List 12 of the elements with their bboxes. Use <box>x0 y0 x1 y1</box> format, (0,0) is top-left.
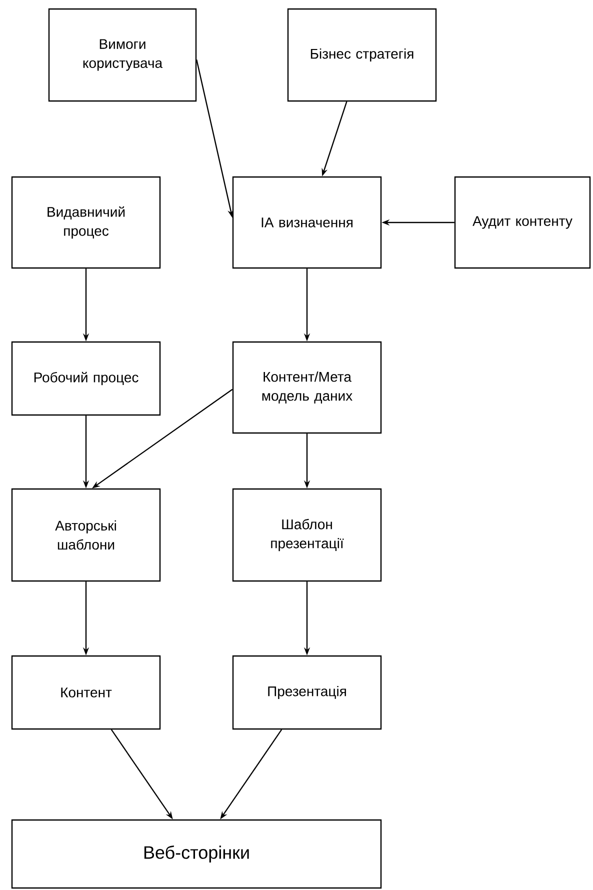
process-box: Аудит контенту <box>454 176 591 269</box>
process-box: Авторські шаблони <box>11 488 161 582</box>
process-box: Вимоги користувача <box>48 8 197 102</box>
process-box: Шаблон презентації <box>232 488 382 582</box>
process-box: Бізнес стратегія <box>287 8 437 102</box>
process-box: Контент/Мета модель даних <box>232 341 382 434</box>
process-box: Контент <box>11 655 161 730</box>
process-box: IA визначення <box>232 176 382 269</box>
process-box: Веб-сторінки <box>11 819 382 889</box>
process-box: Видавничий процес <box>11 176 161 269</box>
process-box: Робочий процес <box>11 341 161 416</box>
process-box: Презентація <box>232 655 382 730</box>
